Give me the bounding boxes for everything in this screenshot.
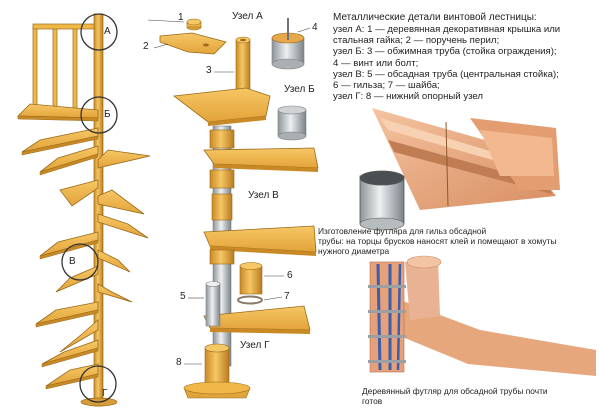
photo-wooden-case xyxy=(360,255,600,376)
part-number-1: 1 xyxy=(178,12,184,23)
caption-line: Изготовление футляра для гильз обсадной xyxy=(318,226,487,236)
circle-letter-g: Г xyxy=(102,388,108,399)
circle-letter-v: В xyxy=(69,256,76,267)
legend-line: стальная гайка; 2 — поручень перил; xyxy=(333,35,500,47)
part-6-sleeve xyxy=(239,262,263,295)
circle-node-v xyxy=(61,243,99,281)
legend-text: узел А: 1 — деревянная декоративная крыш… xyxy=(333,24,560,102)
caption-line: Деревянный футляр для обсадной трубы поч… xyxy=(362,386,548,396)
circle-node-a xyxy=(80,13,118,51)
caption-wooden-case: Деревянный футляр для обсадной трубы поч… xyxy=(362,386,548,406)
circle-node-g xyxy=(79,365,117,403)
top-railing xyxy=(32,23,98,110)
legend-title: Металлические детали винтовой лестницы: xyxy=(333,12,537,23)
legend-line: 6 — гильза; 7 — шайба; xyxy=(333,80,440,92)
node-b-sleeve xyxy=(277,105,307,141)
circle-letter-b: Б xyxy=(104,109,111,120)
part-number-6: 6 xyxy=(287,270,293,281)
exploded-view xyxy=(147,18,319,399)
caption-line: нужного диаметра xyxy=(318,246,390,256)
legend-line: узел Г: 8 — нижний опорный узел xyxy=(333,91,484,103)
part-number-5: 5 xyxy=(180,291,186,302)
staircase-assembly xyxy=(17,13,151,407)
caption-sleeve-making: Изготовление футляра для гильз обсадной … xyxy=(318,226,556,256)
photo-metal-sleeve xyxy=(359,170,405,231)
photo-planks xyxy=(368,104,600,218)
circle-letter-a: А xyxy=(104,26,111,37)
part-number-7: 7 xyxy=(284,291,290,302)
landing-step xyxy=(172,87,271,123)
node-v-label: Узел В xyxy=(248,190,279,201)
part-number-2: 2 xyxy=(143,41,149,52)
detail-circles xyxy=(61,13,118,403)
part-1-cap xyxy=(186,18,202,31)
legend-line: узел Б: 3 — обжимная труба (стойка ограж… xyxy=(333,46,557,58)
legend-line: узел А: 1 — деревянная декоративная крыш… xyxy=(333,24,561,35)
caption-line: трубы: на торцы брусков наносят клей и п… xyxy=(318,236,557,246)
node-b-label: Узел Б xyxy=(284,84,315,95)
caption-line: готов xyxy=(362,396,383,406)
part-2-handrail xyxy=(159,32,227,55)
part-5-casing xyxy=(205,281,221,327)
part-number-3: 3 xyxy=(206,65,212,76)
photo-clamped-bundle xyxy=(368,261,406,373)
part-number-4: 4 xyxy=(312,22,318,33)
part-4-screw xyxy=(271,18,305,70)
part-8-bottom-support xyxy=(183,343,251,399)
legend-line: 4 — винт или болт; xyxy=(333,57,419,69)
node-g-label: Узел Г xyxy=(240,340,270,351)
part-7-washer xyxy=(237,295,263,305)
legend-line: узел В: 5 — обсадная труба (центральная … xyxy=(333,68,559,80)
circle-node-b xyxy=(80,96,118,134)
node-a-label: Узел А xyxy=(232,11,263,22)
part-number-8: 8 xyxy=(176,357,182,368)
